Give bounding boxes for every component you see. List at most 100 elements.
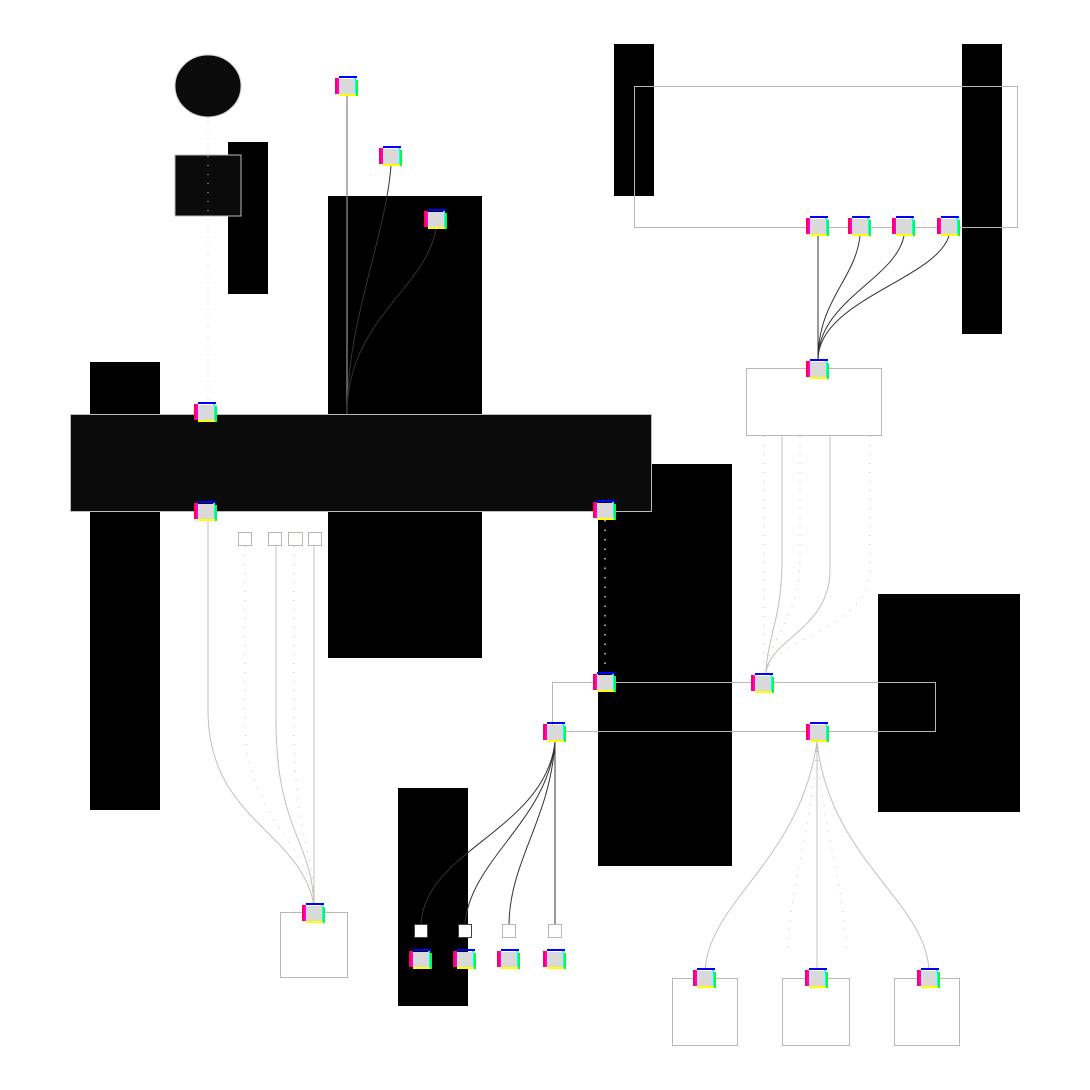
port-edge: [379, 148, 382, 164]
port-icon[interactable]: [805, 968, 828, 988]
edge: [464, 741, 556, 925]
small-port-box[interactable]: [288, 532, 303, 546]
small-port-box[interactable]: [458, 924, 472, 938]
main-bar-node[interactable]: [70, 414, 652, 512]
port-edge: [547, 740, 564, 742]
port-edge: [896, 219, 912, 234]
port-edge: [306, 903, 324, 905]
port-edge: [214, 505, 217, 521]
small-port-box[interactable]: [502, 924, 516, 938]
port-edge: [547, 952, 563, 967]
port-edge: [214, 406, 217, 422]
outline-node[interactable]: [634, 86, 1018, 228]
start-node[interactable]: [174, 54, 242, 118]
port-edge: [411, 951, 413, 967]
port-edge: [455, 951, 457, 967]
port-edge: [595, 674, 597, 690]
port-icon[interactable]: [806, 216, 829, 236]
port-edge: [613, 676, 616, 692]
port-edge: [198, 402, 216, 404]
outline-node[interactable]: [672, 978, 738, 1046]
small-port-box[interactable]: [268, 532, 282, 546]
port-edge: [428, 212, 444, 227]
port-icon[interactable]: [806, 722, 829, 742]
dark-node[interactable]: [174, 154, 242, 217]
port-edge: [355, 80, 358, 96]
outline-node[interactable]: [746, 368, 882, 436]
port-edge: [337, 78, 339, 94]
port-icon[interactable]: [917, 968, 940, 988]
outline-node[interactable]: [552, 682, 936, 732]
block: [398, 788, 468, 1006]
port-edge: [912, 220, 915, 236]
port-edge: [755, 691, 772, 693]
port-edge: [563, 953, 566, 969]
port-edge: [597, 518, 614, 520]
port-icon[interactable]: [806, 359, 829, 379]
port-icon[interactable]: [379, 146, 402, 166]
port-icon[interactable]: [751, 673, 774, 693]
port-edge: [597, 690, 614, 692]
port-edge: [457, 952, 473, 967]
small-port-box[interactable]: [308, 532, 322, 546]
edge: [817, 235, 861, 361]
port-icon[interactable]: [424, 209, 447, 229]
port-edge: [381, 148, 383, 164]
port-edge: [563, 726, 566, 742]
port-edge: [194, 404, 197, 420]
port-edge: [196, 503, 198, 519]
port-edge: [597, 675, 613, 690]
port-icon[interactable]: [937, 216, 960, 236]
outline-node[interactable]: [782, 978, 850, 1046]
port-edge: [852, 216, 870, 218]
port-icon[interactable]: [194, 501, 217, 521]
port-icon[interactable]: [543, 722, 566, 742]
small-port-box[interactable]: [238, 532, 252, 546]
port-edge: [810, 359, 828, 361]
port-edge: [306, 906, 322, 921]
port-edge: [806, 724, 809, 740]
outline-node[interactable]: [894, 978, 960, 1046]
edge: [346, 228, 437, 415]
port-icon[interactable]: [409, 949, 432, 969]
port-edge: [198, 501, 216, 503]
port-edge: [597, 503, 613, 518]
port-edge: [921, 968, 939, 970]
port-edge: [941, 219, 957, 234]
port-edge: [713, 972, 716, 988]
port-edge: [810, 219, 826, 234]
port-edge: [937, 972, 940, 988]
port-edge: [198, 405, 214, 420]
port-icon[interactable]: [194, 402, 217, 422]
port-edge: [921, 986, 938, 988]
port-icon[interactable]: [693, 968, 716, 988]
block: [962, 44, 1002, 334]
port-icon[interactable]: [543, 949, 566, 969]
port-edge: [917, 970, 920, 986]
port-icon[interactable]: [497, 949, 520, 969]
edge: [508, 741, 556, 925]
port-edge: [196, 404, 198, 420]
port-edge: [497, 951, 500, 967]
port-edge: [852, 234, 869, 236]
port-edge: [428, 209, 446, 211]
port-edge: [198, 519, 215, 521]
port-icon[interactable]: [335, 76, 358, 96]
port-edge: [850, 218, 852, 234]
ports: [194, 76, 960, 988]
port-icon[interactable]: [453, 949, 476, 969]
port-icon[interactable]: [593, 500, 616, 520]
port-icon[interactable]: [848, 216, 871, 236]
port-edge: [697, 986, 714, 988]
port-edge: [457, 949, 475, 951]
port-edge: [810, 216, 828, 218]
port-edge: [939, 218, 941, 234]
port-icon[interactable]: [892, 216, 915, 236]
port-icon[interactable]: [593, 672, 616, 692]
edge: [765, 436, 831, 676]
port-icon[interactable]: [302, 903, 325, 923]
small-port-box[interactable]: [548, 924, 562, 938]
small-port-box[interactable]: [414, 924, 428, 938]
port-edge: [322, 907, 325, 923]
